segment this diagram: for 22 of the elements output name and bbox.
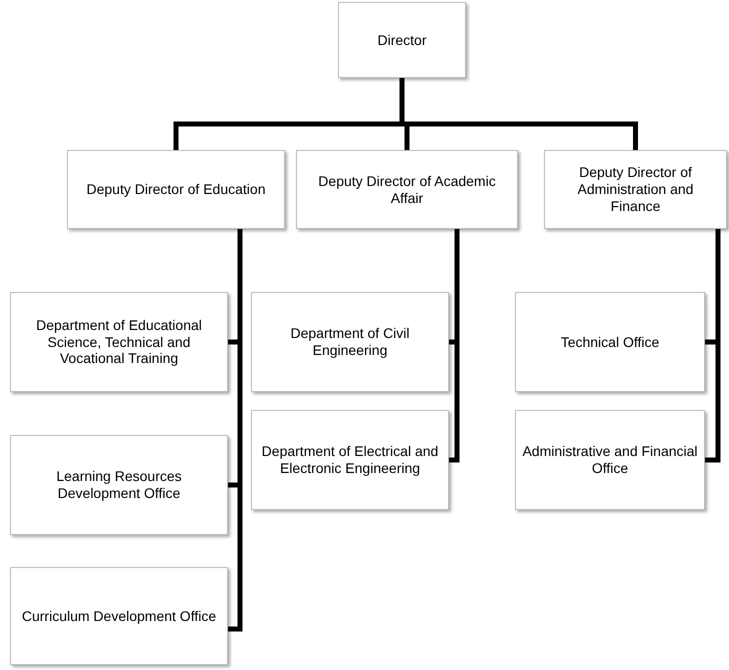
- box-label: Technical Office: [560, 334, 660, 350]
- org-box: [251, 292, 449, 392]
- org-box: [251, 410, 449, 510]
- org-box: [10, 567, 228, 665]
- box-label: Administrative and Financial Office: [522, 443, 698, 477]
- box-label: Director: [377, 32, 426, 48]
- org-box: [296, 150, 518, 229]
- box-label: Learning Resources Development Office: [55, 468, 183, 502]
- org-box: [515, 410, 705, 510]
- org-box: [10, 292, 228, 392]
- org-box: [544, 150, 727, 229]
- box-label: Deputy Director of Administration and Finance: [576, 164, 694, 215]
- box-label: Curriculum Development Office: [22, 608, 216, 624]
- box-label: Deputy Director of Academic Affair: [317, 172, 497, 206]
- box-label: Deputy Director of Education: [86, 181, 266, 198]
- org-box: [338, 2, 466, 78]
- box-label: Department of Civil Engineering: [289, 325, 411, 359]
- box-label: Department of Electrical and Electronic Engineering: [260, 443, 440, 477]
- org-box: [10, 435, 228, 535]
- box-label: Department of Educational Science, Technical and Vocational Training: [35, 316, 203, 368]
- org-box: [515, 292, 705, 392]
- org-box: [67, 150, 285, 229]
